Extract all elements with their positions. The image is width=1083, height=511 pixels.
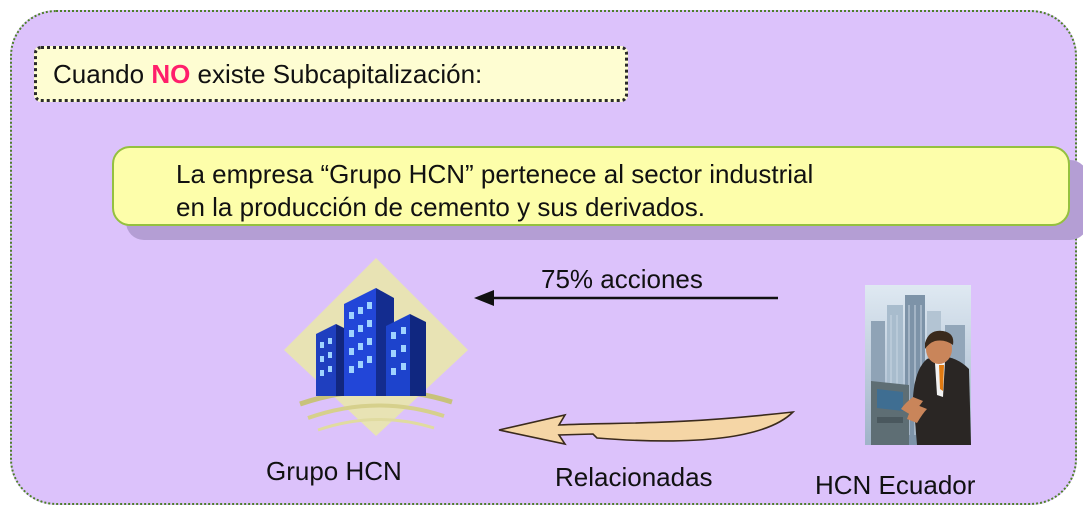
entity-left-name: Grupo HCN [266, 456, 402, 486]
businessman-atm-icon [865, 285, 971, 445]
related-curved-arrow [498, 410, 796, 446]
info-line-1: La empresa “Grupo HCN” pertenece al sect… [176, 159, 814, 189]
condition-suffix: existe Subcapitalización: [197, 58, 483, 89]
office-building-icon [284, 258, 468, 436]
condition-highlight: NO [151, 58, 191, 89]
info-line-2: en la producción de cemento y sus deriva… [176, 192, 705, 222]
condition-prefix: Cuando [53, 58, 145, 89]
related-label: Relacionadas [555, 462, 713, 492]
shares-label: 75% acciones [541, 264, 703, 294]
info-box: La empresa “Grupo HCN” pertenece al sect… [112, 146, 1070, 226]
entity-right-name: HCN Ecuador [815, 470, 976, 500]
shares-arrow [474, 290, 778, 306]
condition-box: Cuando NO existe Subcapitalización: [34, 46, 628, 102]
